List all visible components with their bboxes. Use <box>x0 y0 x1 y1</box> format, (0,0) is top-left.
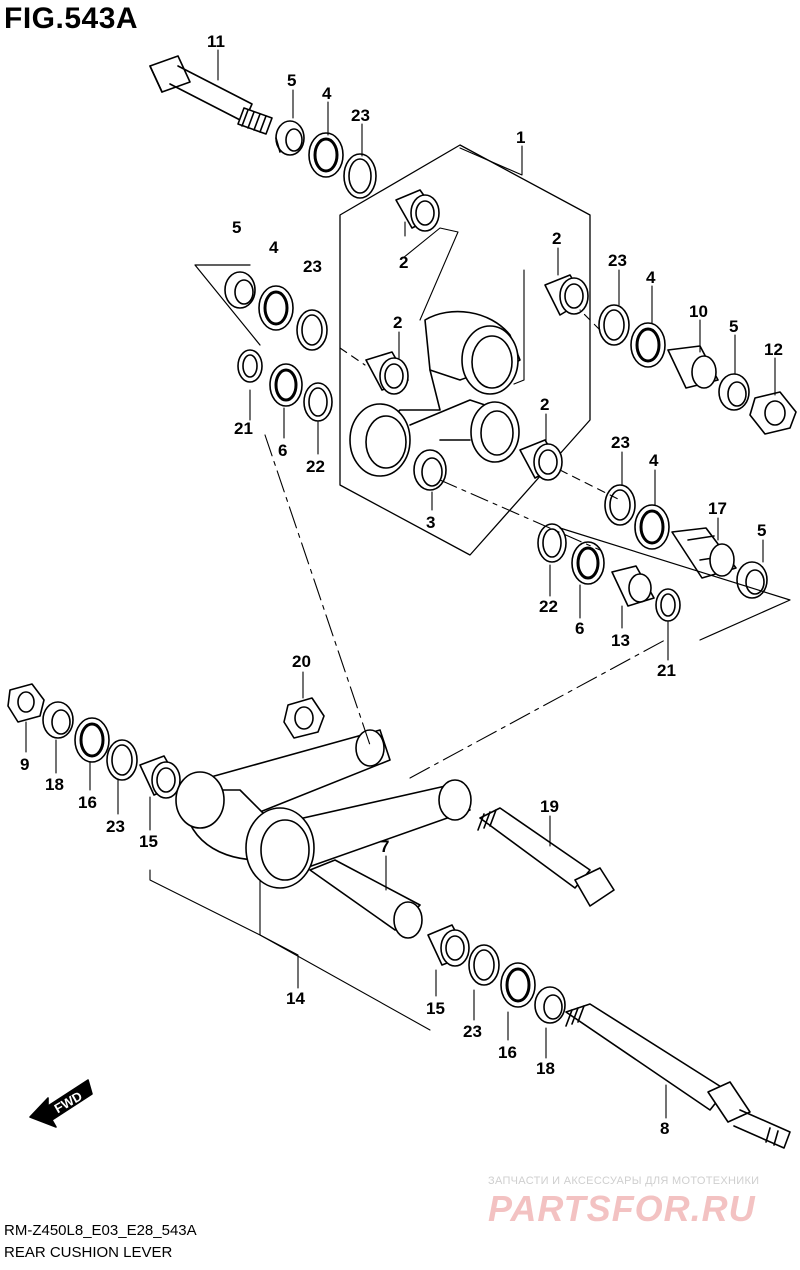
collar-5-left <box>224 271 256 309</box>
callout-23: 23 <box>351 106 370 125</box>
callout-5: 5 <box>287 71 296 90</box>
collar-13 <box>611 565 655 607</box>
callout-14: 14 <box>286 989 305 1008</box>
callout-16: 16 <box>498 1043 517 1062</box>
assembly-1-outline <box>339 144 591 556</box>
callout-1: 1 <box>516 128 525 147</box>
bearing-2-lower <box>519 439 563 481</box>
nut-12 <box>749 391 797 435</box>
callout-6: 6 <box>575 619 584 638</box>
washer-23-left-lower <box>106 739 138 781</box>
seal-16-left <box>74 717 110 763</box>
callout-23: 23 <box>611 433 630 452</box>
seal-16-right <box>500 962 536 1008</box>
callout-15: 15 <box>139 832 158 851</box>
seal-4-top <box>308 132 344 178</box>
seal-4-right-upper <box>630 322 666 368</box>
bolt-8 <box>565 1003 791 1149</box>
nut-9 <box>7 683 45 723</box>
callout-15: 15 <box>426 999 445 1018</box>
washer-23-right-bottom <box>468 944 500 986</box>
callout-18: 18 <box>45 775 64 794</box>
figure-code: RM-Z450L8_E03_E28_543A <box>4 1222 197 1239</box>
collar-17 <box>671 527 737 579</box>
bolt-11 <box>149 55 273 135</box>
callout-3: 3 <box>426 513 435 532</box>
bearing-2-right <box>544 274 589 316</box>
bearing-15-right <box>427 924 470 967</box>
figure-title: FIG.543A <box>4 2 139 35</box>
callout-9: 9 <box>20 755 29 774</box>
callout-8: 8 <box>660 1119 669 1138</box>
callout-23: 23 <box>303 257 322 276</box>
seal-4-right-lower <box>634 504 670 550</box>
callout-20: 20 <box>292 652 311 671</box>
collar-18-left <box>42 701 74 739</box>
washer-22-left <box>303 382 333 422</box>
callout-6: 6 <box>278 441 287 460</box>
collar-18-right <box>534 986 566 1024</box>
callout-5: 5 <box>757 521 766 540</box>
collar-5-right-upper <box>718 373 750 411</box>
bearing-15-left <box>139 755 181 799</box>
callout-5: 5 <box>729 317 738 336</box>
bolt-19 <box>477 807 615 907</box>
seal-4-left <box>258 285 294 331</box>
callout-2: 2 <box>552 229 561 248</box>
leader-lines <box>25 49 776 1119</box>
callout-7: 7 <box>380 837 389 856</box>
callout-4: 4 <box>646 268 656 287</box>
callout-10: 10 <box>689 302 708 321</box>
washer-23-top <box>343 153 377 199</box>
bearing-2-upper <box>395 189 440 232</box>
callout-21: 21 <box>234 419 253 438</box>
callout-21: 21 <box>657 661 676 680</box>
right-group-bracket <box>559 527 791 641</box>
left-group-bracket <box>194 264 261 346</box>
callout-2: 2 <box>399 253 408 272</box>
callout-2: 2 <box>540 395 549 414</box>
callout-22: 22 <box>539 597 558 616</box>
callout-4: 4 <box>322 84 332 103</box>
callout-4: 4 <box>649 451 659 470</box>
seal-6-right <box>571 541 605 585</box>
washer-23-right-upper <box>598 304 630 346</box>
cushion-link-1 <box>349 310 521 477</box>
watermark-logo: PARTSFOR.RU <box>488 1188 756 1229</box>
figure-description: REAR CUSHION LEVER <box>4 1244 173 1261</box>
bearing-3 <box>413 449 447 491</box>
bearing-2-left <box>365 351 409 395</box>
nut-20 <box>283 697 325 739</box>
collar-5-top <box>275 120 305 156</box>
washer-22-right <box>537 523 567 563</box>
callout-17: 17 <box>708 499 727 518</box>
cushion-lever-14 <box>175 729 472 889</box>
ring-21-left <box>237 349 263 383</box>
watermark-tagline: ЗАПЧАСТИ И АКСЕССУАРЫ ДЛЯ МОТОТЕХНИКИ <box>488 1175 760 1187</box>
callout-5: 5 <box>232 218 241 237</box>
callout-19: 19 <box>540 797 559 816</box>
fwd-arrow-icon <box>29 1079 93 1128</box>
collar-10 <box>667 345 719 389</box>
callout-16: 16 <box>78 793 97 812</box>
washer-23-right-lower <box>604 484 636 526</box>
callout-23: 23 <box>106 817 125 836</box>
washer-23-left <box>296 309 328 351</box>
seal-6-left <box>269 363 303 407</box>
callout-2: 2 <box>393 313 402 332</box>
callout-18: 18 <box>536 1059 555 1078</box>
callout-13: 13 <box>611 631 630 650</box>
callout-23: 23 <box>463 1022 482 1041</box>
callout-22: 22 <box>306 457 325 476</box>
callout-12: 12 <box>764 340 783 359</box>
callout-23: 23 <box>608 251 627 270</box>
callout-11: 11 <box>207 32 225 51</box>
collar-5-right-lower <box>736 561 768 599</box>
collar-7 <box>309 859 423 939</box>
callout-4: 4 <box>269 238 279 257</box>
ring-21-right <box>655 588 681 622</box>
